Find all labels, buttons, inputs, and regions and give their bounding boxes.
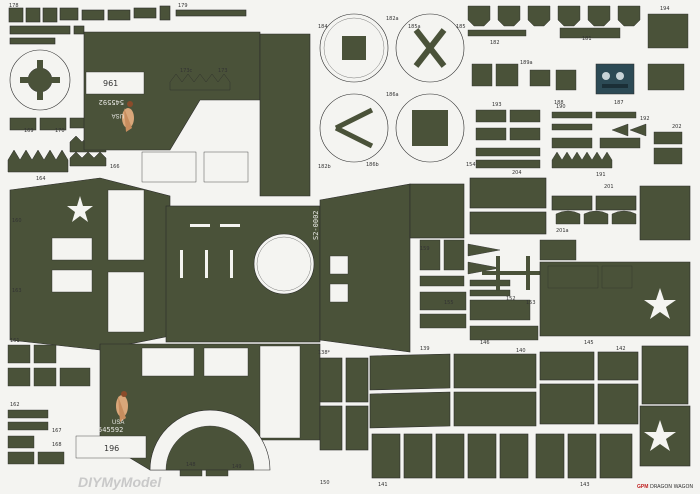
top-right-parts [467,5,689,91]
serial-number-top: 545592 [99,98,124,106]
side-panel-145 [539,261,691,337]
part-label: 161 [10,338,20,344]
part-label: 146 [480,340,490,346]
part-label: 148 [186,462,196,468]
pinup-decal-upper [122,101,134,132]
part-label: 152 [506,296,516,302]
teeth-strip-173 [169,73,231,91]
part-label: 185 [456,24,466,30]
publisher-logo: GPM [637,484,648,490]
part-label: 159 [420,246,430,252]
right-wing-squares [329,255,349,303]
sawtooth-strip-164 [7,149,69,173]
side-panel-star-lower [639,405,691,467]
part-label: 164 [36,176,46,182]
turntable-circle [253,233,315,295]
part-label: 192 [640,116,650,122]
bottom-left-bits [7,344,229,477]
part-label: 182b [318,164,331,170]
disk-parts [319,13,465,163]
star-insignia-left [67,196,93,222]
part-label: 193 [492,102,502,108]
strip-parts-left [9,117,97,131]
rounded-tabs [555,210,637,225]
part-label: 194 [660,6,670,12]
part-label: 173 [218,68,228,74]
part-label: 166 [110,164,120,170]
part-label: 187 [614,100,624,106]
part-label: 153 [526,300,536,306]
usa-marking-top: USA [112,112,124,118]
part-label: 149 [232,464,242,470]
bottom-row-panels [371,433,633,479]
usa-marking-bottom: USA [112,420,124,426]
part-label: 184 [318,24,328,30]
part-label: 186a [386,92,399,98]
part-label: 143 [580,482,590,488]
part-label: 163 [12,288,22,294]
part-label: 155 [444,300,454,306]
plate-number: 196 [104,444,119,453]
instrument-panel-187 [595,63,635,95]
top-left-parts [8,5,247,45]
part-label: 179 [178,3,188,9]
serial-number-bottom: 545592 [98,426,123,434]
part-label: 204 [512,170,522,176]
center-right-panels [409,177,691,241]
part-label: 190 [556,104,566,110]
part-label: 141 [378,482,388,488]
part-label: 169 [24,128,34,134]
lower-right-panels [319,345,689,451]
part-label: 202 [672,124,682,130]
part-label: 191 [596,172,606,178]
part-label: 178 [9,3,19,9]
part-label: 160 [12,218,22,224]
part-label: 173c [180,68,193,74]
part-label: 188 [554,100,564,106]
part-label: 186b [366,162,379,168]
part-label: 150 [320,480,330,486]
hull-number: S2-0002 [312,210,320,240]
pinup-decal-lower [116,391,128,422]
part-label: 189a [520,60,533,66]
brand-watermark: DIYMyModel [78,474,162,490]
part-label: 182a [386,16,399,22]
part-label: 138* [318,350,331,356]
sawtooth-strip-191 [551,151,613,169]
part-label: 139 [420,346,430,352]
floor-slots [180,224,240,278]
part-label: 145 [584,340,594,346]
part-label: 142 [616,346,626,352]
part-label: 162 [10,402,20,408]
part-label: 167 [52,428,62,434]
part-label: 181 [582,36,592,42]
part-label: 170 [55,128,65,134]
sheet-caption: DRAGON WAGON [650,484,693,490]
part-label: 185a [408,24,421,30]
round-part-top-left [9,49,71,111]
right-strip-parts [475,109,683,169]
lower-semicircle-part [149,409,271,471]
part-label: 154 [466,162,476,168]
part-label: 201 [604,184,614,190]
part-label: 201a [556,228,569,234]
part-label: 182 [490,40,500,46]
plate-number: 961 [103,79,118,88]
window-panels-left [51,189,145,333]
part-label: 168 [52,442,62,448]
part-label: 140 [516,348,526,354]
linkage-parts [419,239,577,341]
cross-parts-152 [482,256,544,290]
lower-panel-windows [75,345,301,459]
